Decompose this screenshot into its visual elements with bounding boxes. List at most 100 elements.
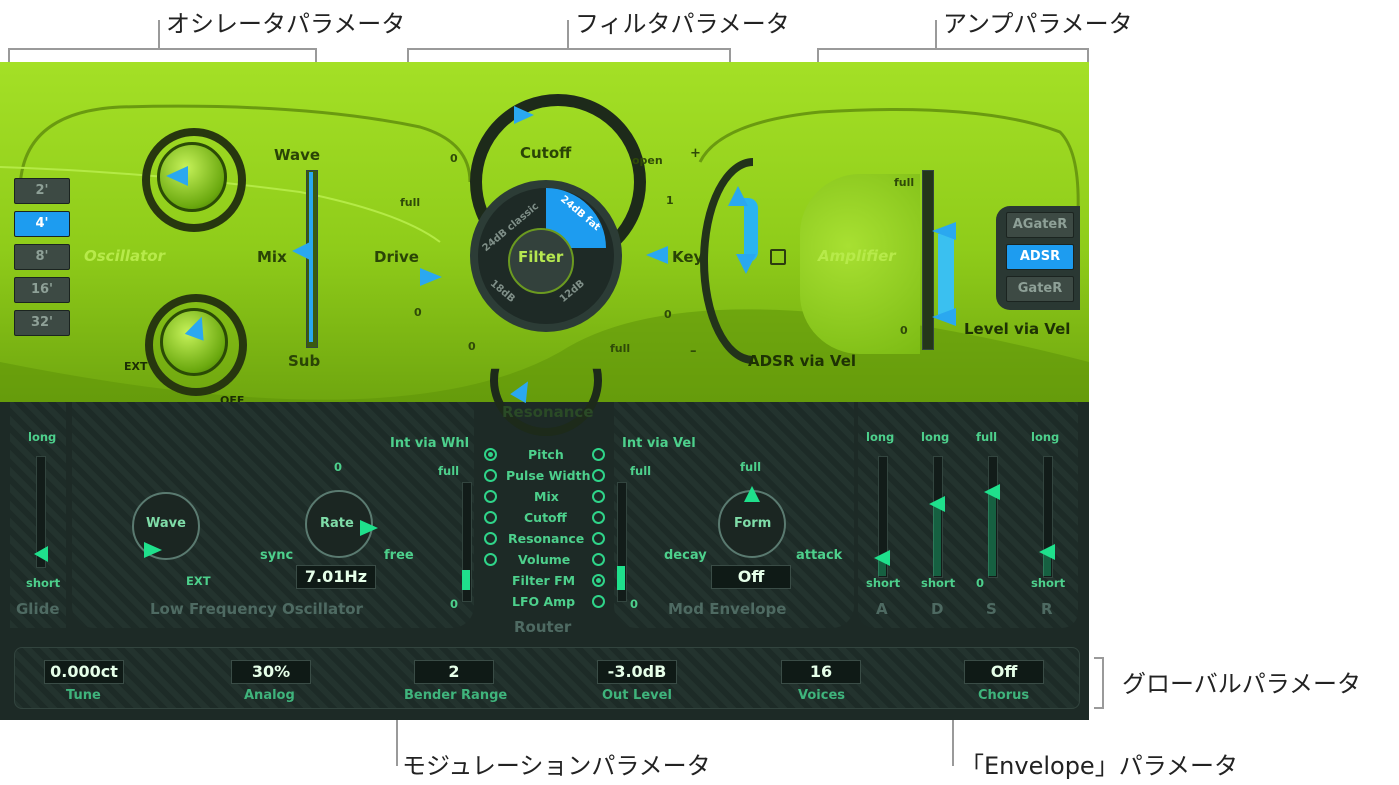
router-right-volume[interactable] bbox=[592, 553, 605, 566]
adsr-lower-handle-icon[interactable] bbox=[736, 254, 756, 274]
top-green-panel: 2' 4' 8' 16' 32' Oscillator Wave Mix Sub… bbox=[0, 62, 1089, 436]
bender-range-display[interactable]: 2 bbox=[414, 660, 494, 684]
env-r-handle-icon[interactable] bbox=[1039, 544, 1055, 560]
modenv-int-slider-track[interactable] bbox=[617, 482, 627, 602]
glide-slider-track[interactable] bbox=[36, 456, 46, 568]
amp-level-slider-track[interactable] bbox=[922, 170, 934, 350]
router-left-pitch[interactable] bbox=[484, 448, 497, 461]
osc-wave-knob[interactable] bbox=[157, 142, 227, 212]
res-min-label: 0 bbox=[468, 340, 476, 353]
amp-zero-label: 0 bbox=[900, 324, 908, 337]
bracket-global bbox=[1094, 657, 1104, 709]
annotation-global: グローバルパラメータ bbox=[1122, 670, 1362, 698]
octave-tab-32[interactable]: 32' bbox=[14, 310, 70, 336]
env-d-top-label: long bbox=[921, 430, 950, 444]
env-a-handle-icon[interactable] bbox=[874, 550, 890, 566]
adsr-via-vel-label: ADSR via Vel bbox=[748, 352, 857, 370]
router-right-pitch[interactable] bbox=[592, 448, 605, 461]
drive-max-label: full bbox=[400, 196, 421, 209]
adsr-minus-label: – bbox=[690, 344, 697, 359]
drive-label: Drive bbox=[374, 248, 419, 266]
annotation-osc: オシレータパラメータ bbox=[166, 10, 406, 38]
amp-level-via-vel-label: Level via Vel bbox=[964, 320, 1071, 338]
env-a-slider-track[interactable] bbox=[878, 456, 888, 578]
amplifier-dome bbox=[800, 174, 920, 354]
router-left-volume[interactable] bbox=[484, 553, 497, 566]
amp-mode-adsr[interactable]: ADSR bbox=[1006, 244, 1074, 270]
env-d-slider-track[interactable] bbox=[933, 456, 943, 578]
lfo-sync-label: sync bbox=[260, 548, 294, 563]
router-right-lfo-amp[interactable] bbox=[592, 595, 605, 608]
tune-display[interactable]: 0.000ct bbox=[44, 660, 124, 684]
osc-wave-label: Wave bbox=[274, 146, 321, 164]
router-item-lfo-amp: LFO Amp bbox=[512, 594, 576, 609]
global-panel bbox=[14, 647, 1080, 709]
lfo-title: Low Frequency Oscillator bbox=[150, 600, 363, 618]
router-left-mix[interactable] bbox=[484, 490, 497, 503]
lfo-wave-knob[interactable] bbox=[132, 492, 200, 560]
env-r-name: R bbox=[1041, 600, 1053, 618]
octave-tab-2[interactable]: 2' bbox=[14, 178, 70, 204]
chorus-display[interactable]: Off bbox=[964, 660, 1044, 684]
router-left-resonance[interactable] bbox=[484, 532, 497, 545]
modenv-title: Mod Envelope bbox=[668, 600, 787, 618]
key-handle-icon[interactable] bbox=[646, 246, 668, 264]
octave-tab-4[interactable]: 4' bbox=[14, 211, 70, 237]
amp-level-fill bbox=[938, 234, 954, 318]
lfo-wave-label: Wave bbox=[146, 516, 186, 531]
adsr-upper-handle-icon[interactable] bbox=[728, 186, 748, 206]
cutoff-handle-icon[interactable] bbox=[514, 106, 534, 124]
modenv-form-label: Form bbox=[734, 516, 772, 531]
env-d-name: D bbox=[931, 600, 944, 618]
bracket-amp bbox=[817, 48, 1089, 62]
lfo-ext-label: EXT bbox=[186, 574, 211, 588]
env-s-slider-track[interactable] bbox=[988, 456, 998, 578]
router-item-mix: Mix bbox=[534, 489, 559, 504]
sub-knob-ring bbox=[145, 294, 247, 396]
amp-mode-gater[interactable]: GateR bbox=[1006, 276, 1074, 302]
router-right-resonance[interactable] bbox=[592, 532, 605, 545]
bender-range-label: Bender Range bbox=[404, 688, 508, 703]
env-a-bottom-label: short bbox=[866, 576, 901, 590]
sub-osc-knob[interactable] bbox=[160, 308, 228, 376]
glide-handle-icon[interactable] bbox=[34, 546, 48, 562]
router-left-cutoff[interactable] bbox=[484, 511, 497, 524]
router-item-cutoff: Cutoff bbox=[524, 510, 567, 525]
drive-handle-icon[interactable] bbox=[420, 268, 442, 286]
out-level-display[interactable]: -3.0dB bbox=[597, 660, 677, 684]
modenv-int-full-label: full bbox=[630, 464, 652, 478]
annotation-filter: フィルタパラメータ bbox=[575, 10, 790, 38]
env-d-handle-icon[interactable] bbox=[929, 496, 945, 512]
octave-tab-16[interactable]: 16' bbox=[14, 277, 70, 303]
router-right-pulse-width[interactable] bbox=[592, 469, 605, 482]
key-label: Key bbox=[672, 248, 704, 266]
drive-min-label: 0 bbox=[414, 306, 422, 319]
env-d-fill bbox=[933, 504, 941, 576]
voices-label: Voices bbox=[798, 688, 845, 703]
tune-label: Tune bbox=[66, 688, 101, 703]
osc-mix-handle-icon[interactable] bbox=[292, 242, 310, 260]
router-right-cutoff[interactable] bbox=[592, 511, 605, 524]
router-title: Router bbox=[514, 618, 572, 636]
router-left-pulse-width[interactable] bbox=[484, 469, 497, 482]
lfo-wave-pointer-icon bbox=[144, 542, 162, 558]
octave-tab-8[interactable]: 8' bbox=[14, 244, 70, 270]
bracket-osc bbox=[8, 48, 317, 62]
modenv-int-zero-label: 0 bbox=[630, 597, 639, 611]
amp-level-upper-icon[interactable] bbox=[932, 222, 956, 240]
voices-display[interactable]: 16 bbox=[781, 660, 861, 684]
router-right-filter-fm[interactable] bbox=[592, 574, 605, 587]
lfo-rate-pointer-icon bbox=[360, 520, 378, 536]
out-level-label: Out Level bbox=[602, 688, 672, 703]
env-s-handle-icon[interactable] bbox=[984, 484, 1000, 500]
lfo-int-slider-track[interactable] bbox=[462, 482, 472, 602]
adsr-via-vel-fill bbox=[744, 198, 758, 262]
env-a-top-label: long bbox=[866, 430, 895, 444]
router-right-mix[interactable] bbox=[592, 490, 605, 503]
analog-display[interactable]: 30% bbox=[231, 660, 311, 684]
res-max-label: full bbox=[610, 342, 631, 355]
env-r-slider-track[interactable] bbox=[1043, 456, 1053, 578]
amp-mode-agater[interactable]: AGateR bbox=[1006, 212, 1074, 238]
adsr-lock-icon[interactable] bbox=[770, 249, 786, 265]
amp-level-lower-icon[interactable] bbox=[932, 308, 956, 326]
